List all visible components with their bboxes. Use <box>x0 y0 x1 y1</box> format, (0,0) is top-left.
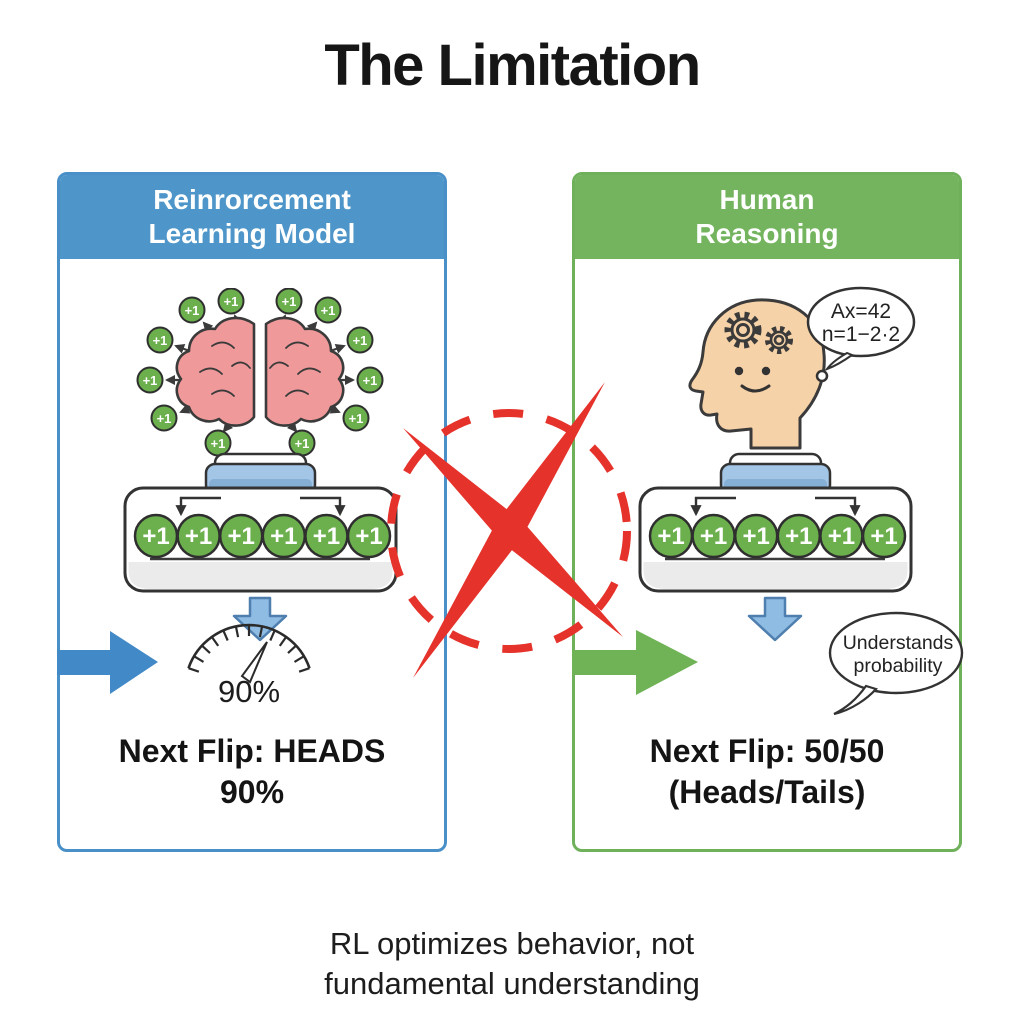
page-title: The Limitation <box>324 33 701 98</box>
caption-line1: RL optimizes behavior, not <box>329 926 695 961</box>
svg-text:+1: +1 <box>321 303 336 318</box>
caption: RL optimizes behavior, not fundamental u… <box>0 924 1024 1004</box>
reward-coin: +1 <box>217 288 245 315</box>
svg-text:+1: +1 <box>224 294 239 309</box>
flow-arrow-green-icon <box>572 630 698 695</box>
thinking-head-illustration: Ax=42 n=1−2·2 <box>688 286 916 450</box>
reward-machine-illustration: +1 +1 +1 +1 +1 +1 <box>123 452 398 642</box>
not-equal-mark <box>387 382 631 678</box>
svg-text:+1: +1 <box>870 523 897 550</box>
gear-icon <box>765 326 793 354</box>
thought-line2: n=1−2·2 <box>822 323 900 346</box>
coin-tray <box>128 562 393 589</box>
gauge-ticks <box>188 625 310 673</box>
thought-bubble: Ax=42 n=1−2·2 <box>806 286 916 383</box>
brain-rewards-illustration: +1 +1 +1 +1 +1 +1 +1 +1 +1 +1 +1 +1 <box>136 288 384 457</box>
gauge-illustration: 90% <box>187 623 311 706</box>
reward-coins: +1 +1 +1 +1 +1 +1 +1 +1 +1 +1 +1 +1 <box>136 288 384 457</box>
dashed-circle-icon <box>387 409 631 653</box>
human-prediction-line1: Next Flip: 50/50 <box>649 733 885 769</box>
svg-text:+1: +1 <box>785 523 812 550</box>
x-mark-icon <box>403 382 623 678</box>
speech-line1: Understands <box>843 632 954 654</box>
svg-text:+1: +1 <box>157 411 172 426</box>
reward-coin: +1 <box>136 366 164 394</box>
eye <box>734 366 744 376</box>
gauge-value: 90% <box>218 674 280 706</box>
svg-text:+1: +1 <box>313 523 340 550</box>
dispense-arrows <box>690 496 861 517</box>
reward-coin: +1 <box>178 296 206 324</box>
machine-coins: +1 +1 +1 +1 +1 +1 <box>133 513 392 559</box>
down-arrow-icon <box>232 596 288 642</box>
speech-line2: probability <box>854 655 943 677</box>
rl-panel-header-line2: Learning Model <box>148 218 356 249</box>
down-arrow-icon <box>747 596 803 642</box>
eye <box>761 366 771 376</box>
svg-text:+1: +1 <box>270 523 297 550</box>
svg-text:+1: +1 <box>353 333 368 348</box>
human-prediction-text: Next Flip: 50/50 (Heads/Tails) <box>572 731 962 813</box>
reward-coin: +1 <box>275 288 303 315</box>
svg-text:+1: +1 <box>828 523 855 550</box>
reward-coin: +1 <box>314 296 342 324</box>
reward-coin: +1 <box>288 429 316 457</box>
svg-text:+1: +1 <box>295 436 310 451</box>
rl-panel-header: Reinrorcement Learning Model <box>60 175 444 259</box>
human-prediction-line2: (Heads/Tails) <box>668 774 866 810</box>
svg-text:+1: +1 <box>700 523 727 550</box>
reward-coin: +1 <box>146 326 174 354</box>
human-panel-header: Human Reasoning <box>575 175 959 259</box>
reward-coin: +1 <box>356 366 384 394</box>
brain-icon <box>175 316 345 427</box>
human-panel-header-line1: Human <box>719 184 815 215</box>
svg-text:+1: +1 <box>657 523 684 550</box>
svg-text:+1: +1 <box>142 523 169 550</box>
coin-tray <box>643 562 908 589</box>
svg-text:+1: +1 <box>228 523 255 550</box>
reward-coin: +1 <box>342 404 370 432</box>
svg-text:+1: +1 <box>153 333 168 348</box>
caption-line2: fundamental understanding <box>324 966 700 1001</box>
head-icon <box>688 298 826 450</box>
svg-text:+1: +1 <box>363 373 378 388</box>
svg-text:+1: +1 <box>211 436 226 451</box>
gauge-needle <box>240 641 268 684</box>
speech-bubble: Understands probability <box>828 611 964 716</box>
svg-text:+1: +1 <box>185 523 212 550</box>
rl-panel-header-line1: Reinrorcement <box>153 184 351 215</box>
svg-text:+1: +1 <box>282 294 297 309</box>
svg-text:+1: +1 <box>349 411 364 426</box>
svg-text:+1: +1 <box>185 303 200 318</box>
thought-line1: Ax=42 <box>831 300 891 323</box>
svg-text:+1: +1 <box>143 373 158 388</box>
svg-text:+1: +1 <box>355 523 382 550</box>
reward-coin: +1 <box>150 404 178 432</box>
reward-coin: +1 <box>346 326 374 354</box>
svg-text:+1: +1 <box>743 523 770 550</box>
reward-machine-illustration: +1 +1 +1 +1 +1 +1 <box>638 452 913 642</box>
gear-icon <box>724 311 762 349</box>
machine-coins: +1 +1 +1 +1 +1 +1 <box>648 513 907 559</box>
rl-prediction-line2: 90% <box>219 774 285 810</box>
rl-prediction-text: Next Flip: HEADS 90% <box>57 731 447 813</box>
dispense-arrows <box>175 496 346 517</box>
rl-prediction-line1: Next Flip: HEADS <box>118 733 386 769</box>
flow-arrow-blue-icon <box>57 631 158 694</box>
smile <box>740 384 771 393</box>
human-panel-header-line2: Reasoning <box>695 218 839 249</box>
